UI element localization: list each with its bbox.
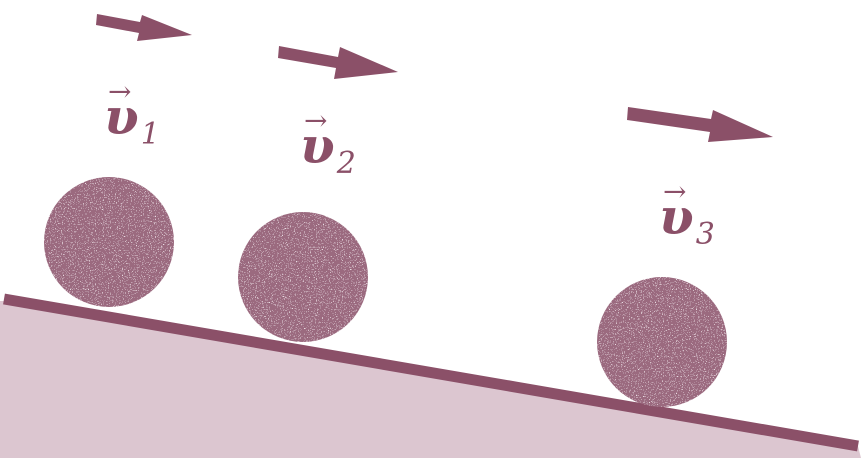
velocity-subscript: 1 <box>140 117 160 152</box>
velocity-label-v1: → υ1 <box>104 78 160 150</box>
vector-arrow-icon: → <box>108 75 132 108</box>
vector-arrow-icon: → <box>663 175 687 208</box>
velocity-label-v3: → υ3 <box>659 178 715 250</box>
velocity-arrow-icon <box>627 107 773 142</box>
slope-edge-line <box>3 293 859 452</box>
velocity-symbol: υ <box>300 116 335 175</box>
velocity-arrow-icon <box>96 14 192 41</box>
ball-icon <box>238 212 368 342</box>
velocity-symbol: υ <box>659 187 694 246</box>
velocity-subscript: 3 <box>695 217 715 252</box>
ball-icon <box>44 177 174 307</box>
velocity-arrow-icon <box>278 46 398 79</box>
velocity-label-v2: → υ2 <box>300 107 356 179</box>
ball-icon <box>597 277 727 407</box>
velocity-symbol: υ <box>104 87 139 146</box>
velocity-subscript: 2 <box>336 146 356 181</box>
vector-arrow-icon: → <box>304 104 328 137</box>
